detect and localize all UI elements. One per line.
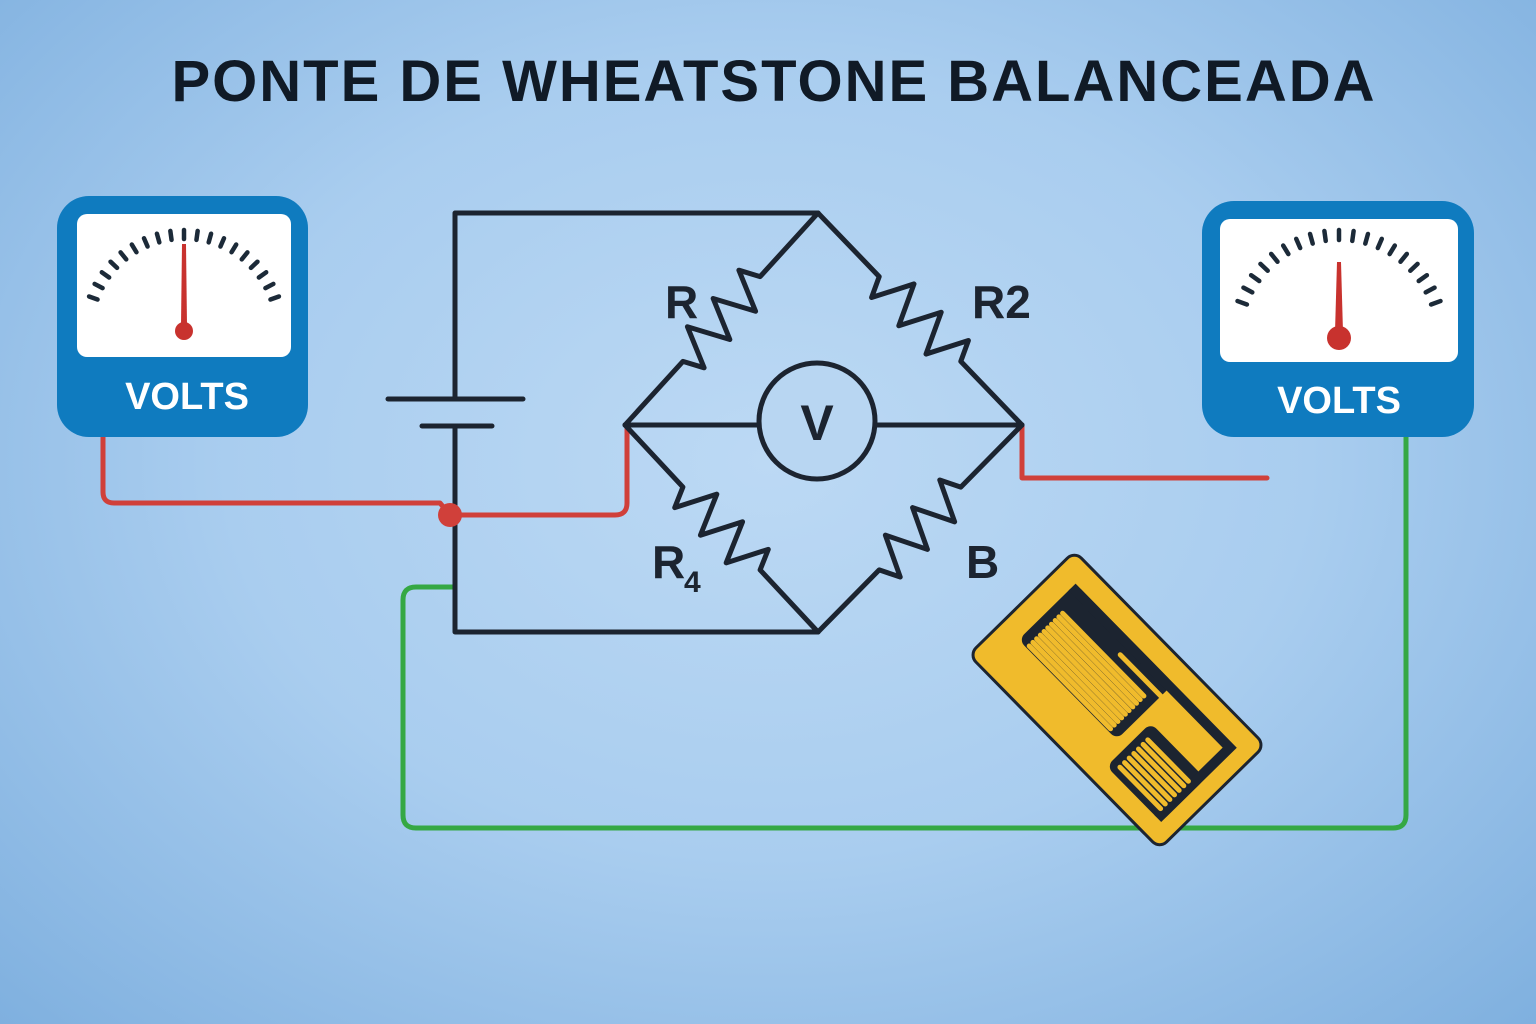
resistor-b xyxy=(815,422,1025,635)
resistor-r4 xyxy=(622,422,821,635)
meter-tick xyxy=(1387,243,1398,257)
gauge-grid-line xyxy=(1026,643,1114,732)
meter-tick xyxy=(1398,251,1410,264)
meter-tick xyxy=(1423,285,1437,295)
meter-tick xyxy=(1235,298,1250,307)
gauge-grid-line xyxy=(1126,755,1173,802)
meter-tick xyxy=(1322,228,1328,244)
meter-tick xyxy=(263,281,276,291)
meter-tick xyxy=(218,236,227,249)
label-r4-subscript: 4 xyxy=(684,566,701,599)
meter-tick xyxy=(1375,236,1385,251)
resistor-r xyxy=(622,210,821,428)
meter-tick xyxy=(206,231,214,245)
gauge-grid-line xyxy=(1037,632,1125,721)
gauge-grid-line xyxy=(1045,625,1132,714)
gauge-grid-line xyxy=(1041,628,1128,717)
meter-tick xyxy=(108,259,120,271)
gauge-grid-line xyxy=(1117,764,1164,812)
gauge-grid-line xyxy=(1034,636,1121,725)
meter-tick xyxy=(1428,298,1443,307)
gauge-grid-line xyxy=(1131,751,1178,798)
meter-tick xyxy=(1248,272,1262,284)
meter-tick xyxy=(154,231,162,245)
meter-tick xyxy=(1416,272,1430,284)
gauge-grid-line xyxy=(1048,621,1136,710)
meter-tick xyxy=(229,242,239,255)
meter-tick xyxy=(256,270,269,280)
meter-tick xyxy=(1307,231,1315,246)
gauge-grid-line xyxy=(1030,639,1117,728)
label-r4: R xyxy=(652,536,685,588)
meter-tick xyxy=(1363,231,1371,246)
meter-tick xyxy=(92,281,105,291)
strain-gauge xyxy=(971,553,1263,847)
needle xyxy=(1335,262,1343,332)
meter-tick xyxy=(1280,243,1291,257)
meter-tick xyxy=(86,294,100,302)
voltmeter-right: VOLTS xyxy=(1202,201,1474,437)
junction-dot xyxy=(438,503,462,527)
meter-tick xyxy=(1258,261,1270,273)
meter-tick xyxy=(268,294,282,302)
circuit-frame xyxy=(452,210,821,635)
meter-tick xyxy=(248,259,260,271)
needle xyxy=(181,244,187,325)
meter-tick xyxy=(1293,236,1303,251)
label-r: R xyxy=(665,276,698,328)
gauge-grid-line xyxy=(1145,737,1191,784)
meter-tick xyxy=(118,250,129,262)
red-wire-left xyxy=(100,422,630,518)
meter-tick xyxy=(1268,251,1280,264)
gauge-grid-line xyxy=(1140,741,1187,789)
gauge-grid-line xyxy=(1052,618,1139,706)
voltmeter-left: VOLTS xyxy=(57,196,308,437)
meter-tick xyxy=(239,250,250,262)
meter-tick xyxy=(141,236,150,249)
meter-tick xyxy=(194,228,200,243)
gauge-grid-line xyxy=(1060,610,1147,699)
meter-tick xyxy=(129,242,139,255)
galvanometer: V xyxy=(756,360,878,482)
resistor-r2 xyxy=(815,210,1025,428)
page-title: PONTE DE WHEATSTONE BALANCEADA xyxy=(172,49,1377,114)
meter-tick xyxy=(99,270,112,280)
meter-tick xyxy=(168,228,174,243)
galvanometer-label: V xyxy=(800,395,834,451)
meter-label: VOLTS xyxy=(1277,380,1401,422)
meter-tick xyxy=(1241,285,1255,295)
red-wire-right xyxy=(1019,422,1270,481)
gauge-grid-line xyxy=(1122,760,1168,807)
gauge-grid-line xyxy=(1135,746,1182,793)
meter-tick xyxy=(1350,228,1356,244)
gauge-grid-line xyxy=(1056,614,1143,703)
meter-tick xyxy=(1408,261,1420,273)
meter-label: VOLTS xyxy=(125,376,249,418)
green-wire xyxy=(400,434,1409,831)
label-b: B xyxy=(966,536,999,588)
label-r2: R2 xyxy=(972,276,1031,328)
